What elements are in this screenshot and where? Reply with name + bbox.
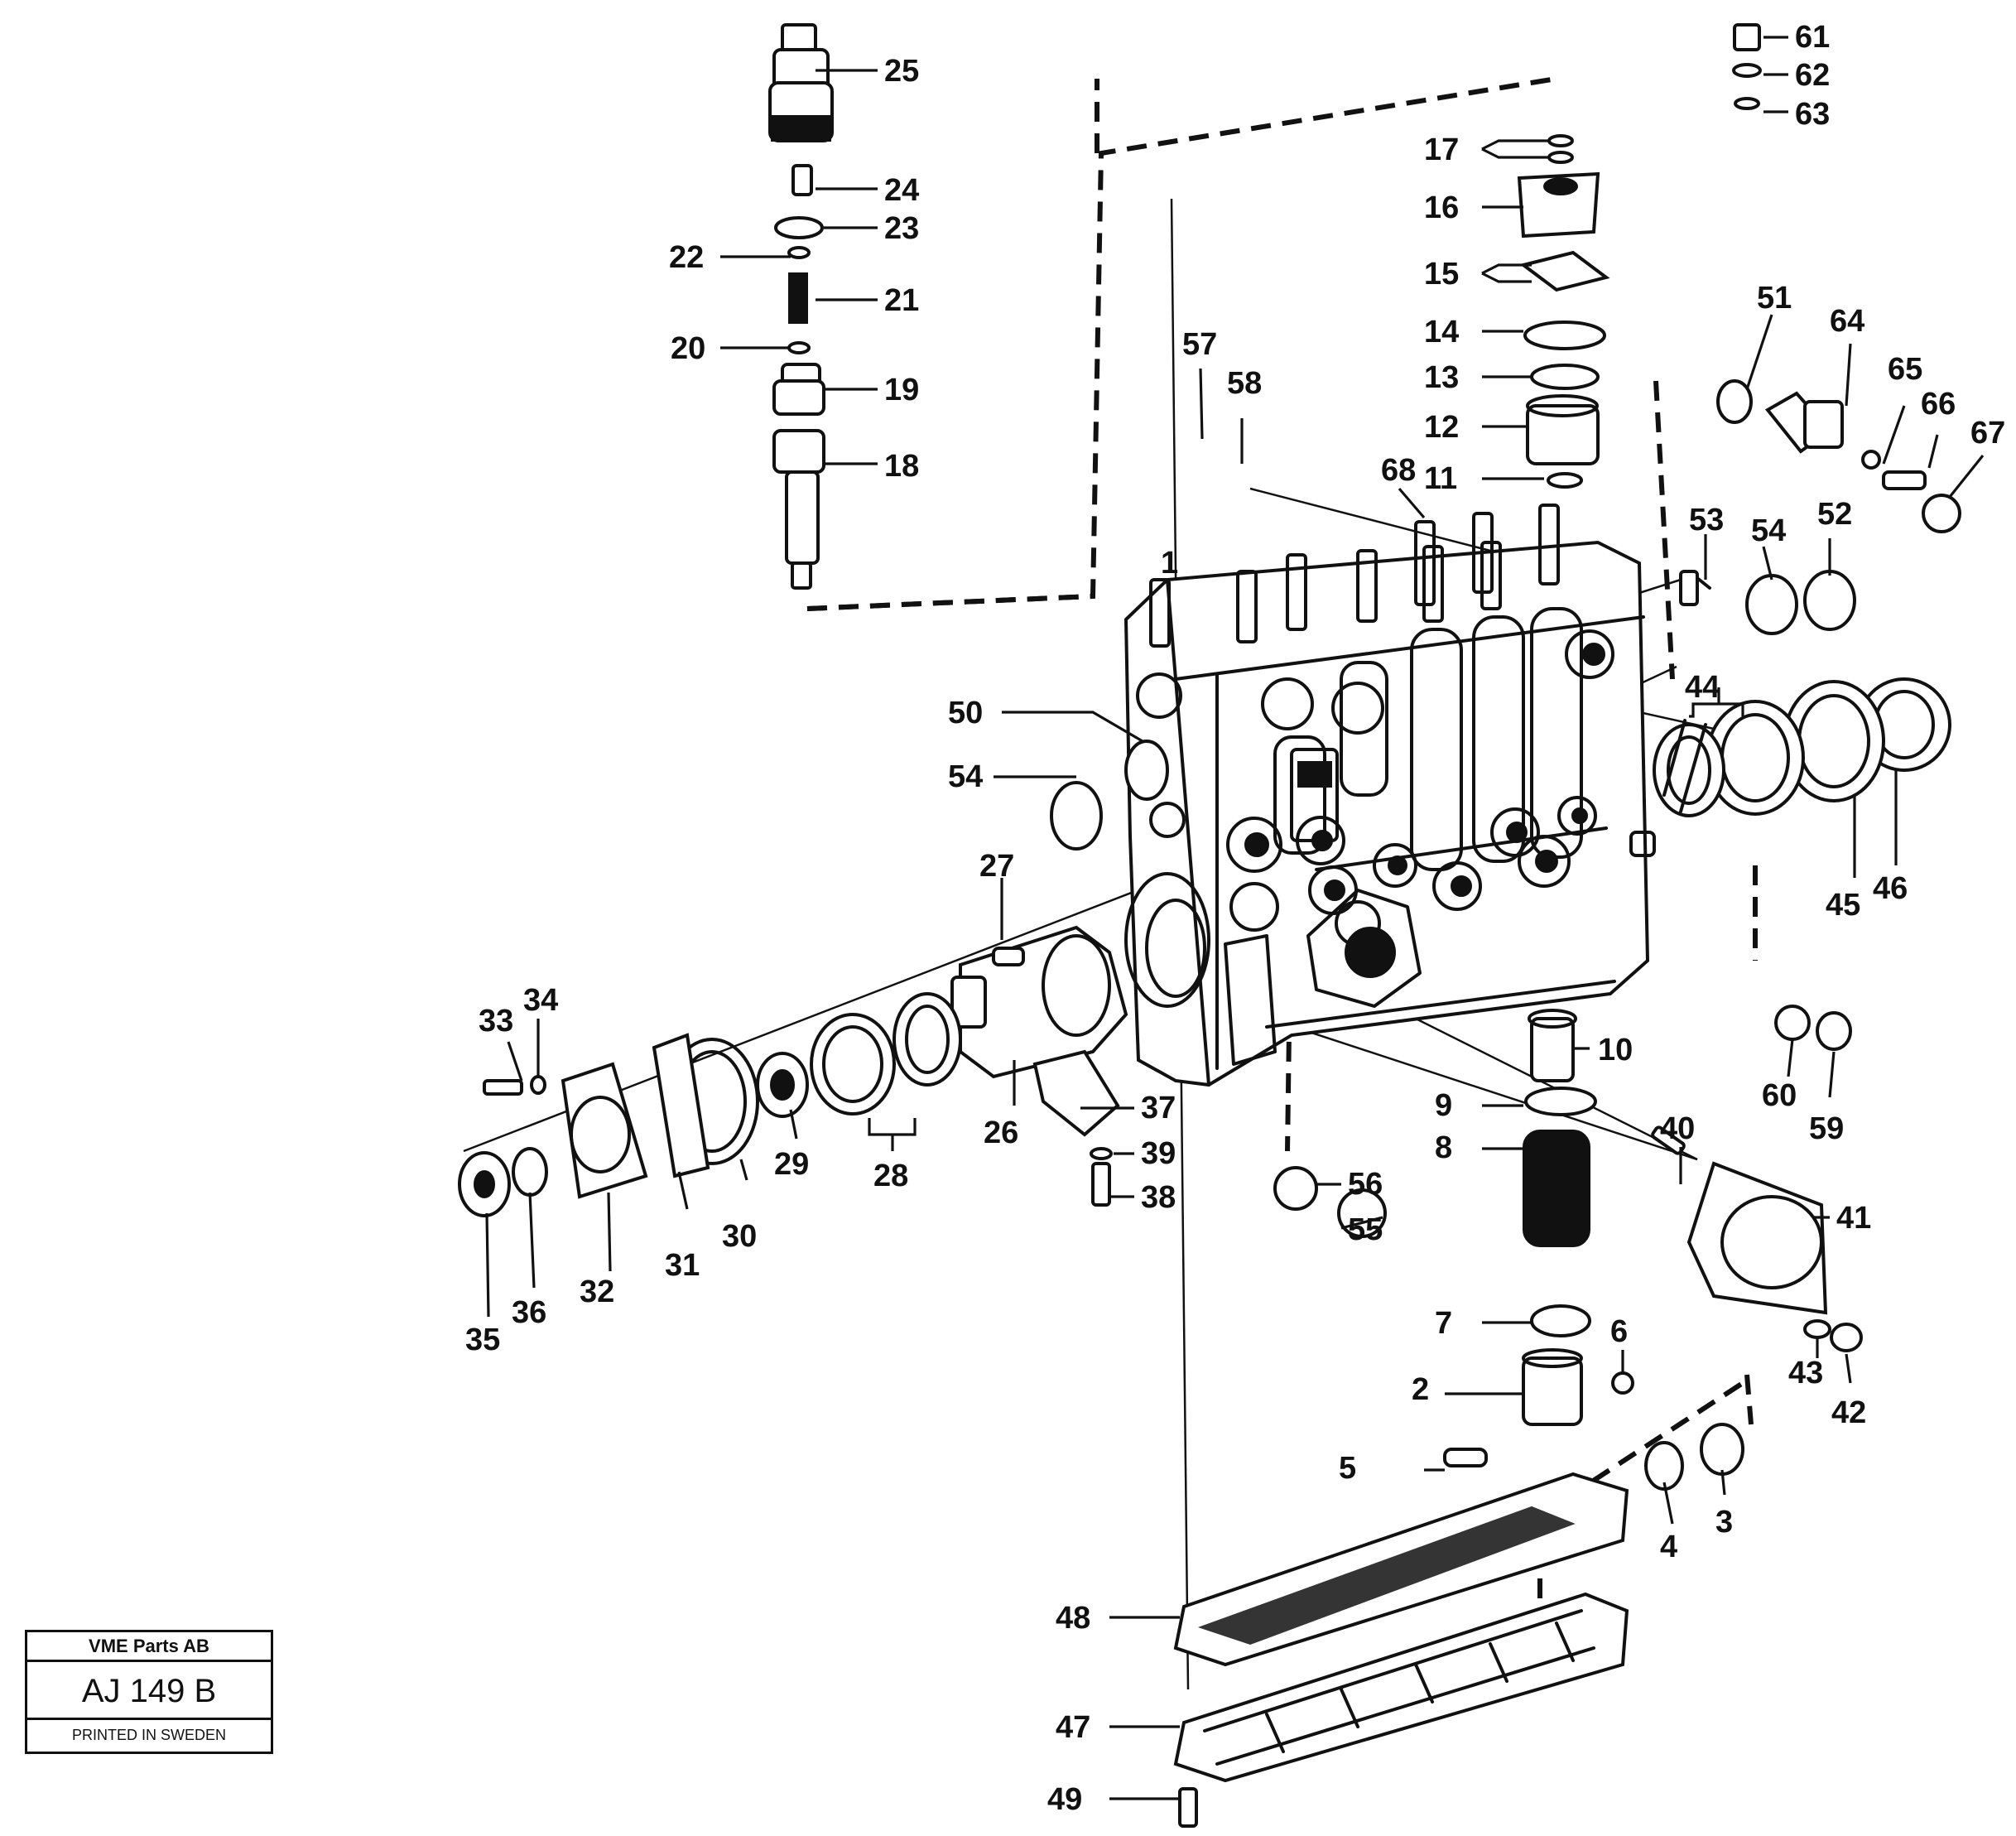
callout-4: 4 bbox=[1660, 1530, 1677, 1564]
callout-45: 45 bbox=[1826, 888, 1860, 923]
callout-8: 8 bbox=[1435, 1130, 1452, 1165]
leader-lines bbox=[485, 36, 1985, 1800]
callout-41: 41 bbox=[1836, 1201, 1871, 1236]
callout-22: 22 bbox=[669, 240, 704, 275]
callout-56: 56 bbox=[1348, 1167, 1383, 1202]
callout-14: 14 bbox=[1424, 315, 1459, 349]
callout-16: 16 bbox=[1424, 190, 1459, 225]
stamp-company: VME Parts AB bbox=[27, 1632, 271, 1662]
callout-15: 15 bbox=[1424, 257, 1459, 292]
callout-49: 49 bbox=[1047, 1782, 1082, 1817]
grate-cells bbox=[1203, 1609, 1595, 1766]
callout-54: 54 bbox=[1751, 513, 1786, 548]
callout-50: 50 bbox=[948, 696, 983, 730]
callout-54-left: 54 bbox=[948, 759, 983, 794]
callout-40: 40 bbox=[1660, 1111, 1695, 1146]
callout-58: 58 bbox=[1227, 366, 1262, 401]
callout-12: 12 bbox=[1424, 410, 1459, 445]
callout-25: 25 bbox=[884, 54, 919, 89]
callout-48: 48 bbox=[1056, 1601, 1090, 1636]
delivery-valve-stack bbox=[768, 23, 834, 590]
callout-43: 43 bbox=[1788, 1356, 1823, 1390]
callout-44: 44 bbox=[1685, 670, 1720, 705]
callout-21: 21 bbox=[884, 283, 919, 318]
callout-2: 2 bbox=[1412, 1372, 1429, 1407]
bottom-plates bbox=[1173, 1472, 1629, 1828]
callout-23: 23 bbox=[884, 211, 919, 246]
drive-end-parts bbox=[458, 740, 1169, 1217]
callout-65: 65 bbox=[1888, 352, 1922, 387]
callout-67: 67 bbox=[1970, 416, 2005, 451]
callout-24: 24 bbox=[884, 173, 919, 208]
callout-5: 5 bbox=[1339, 1451, 1356, 1486]
callout-33: 33 bbox=[479, 1004, 513, 1038]
callout-61: 61 bbox=[1795, 20, 1830, 55]
callout-36: 36 bbox=[512, 1295, 546, 1330]
callout-60: 60 bbox=[1762, 1078, 1797, 1113]
callout-68: 68 bbox=[1381, 453, 1416, 488]
callout-63: 63 bbox=[1795, 97, 1830, 132]
callout-11: 11 bbox=[1424, 461, 1457, 496]
pump-housing bbox=[1123, 504, 1656, 1087]
callout-32: 32 bbox=[580, 1275, 614, 1309]
document-stamp: VME Parts AB AJ 149 B PRINTED IN SWEDEN bbox=[25, 1630, 273, 1754]
callout-26: 26 bbox=[984, 1116, 1018, 1150]
callout-53: 53 bbox=[1689, 503, 1724, 537]
callout-34: 34 bbox=[523, 983, 558, 1018]
callout-10: 10 bbox=[1598, 1033, 1633, 1067]
callout-39: 39 bbox=[1141, 1136, 1176, 1171]
callout-57: 57 bbox=[1182, 327, 1217, 362]
callout-38: 38 bbox=[1141, 1180, 1176, 1215]
callout-47: 47 bbox=[1056, 1710, 1090, 1745]
stamp-printed: PRINTED IN SWEDEN bbox=[71, 1727, 226, 1743]
callout-20: 20 bbox=[671, 331, 705, 366]
callout-13: 13 bbox=[1424, 360, 1459, 395]
callout-9: 9 bbox=[1435, 1088, 1452, 1123]
callout-66: 66 bbox=[1921, 387, 1956, 422]
callout-7: 7 bbox=[1435, 1306, 1452, 1341]
callout-28: 28 bbox=[873, 1159, 908, 1193]
callout-labels: 1 2 3 4 5 6 7 8 9 10 11 12 13 14 15 16 1… bbox=[465, 20, 2005, 1817]
top-right-stack bbox=[1517, 23, 1762, 489]
callout-27: 27 bbox=[979, 849, 1014, 884]
callout-3: 3 bbox=[1715, 1505, 1733, 1540]
top-studs bbox=[1149, 504, 1560, 648]
callout-46: 46 bbox=[1873, 871, 1908, 906]
callout-64: 64 bbox=[1830, 304, 1864, 339]
callout-29: 29 bbox=[774, 1147, 809, 1182]
callout-6: 6 bbox=[1610, 1314, 1628, 1349]
callout-17: 17 bbox=[1424, 133, 1459, 167]
callout-51: 51 bbox=[1757, 281, 1792, 316]
callout-59: 59 bbox=[1809, 1111, 1844, 1146]
callout-30: 30 bbox=[722, 1219, 757, 1254]
callout-1: 1 bbox=[1161, 546, 1178, 581]
callout-35: 35 bbox=[465, 1323, 500, 1357]
lower-stack bbox=[1273, 1005, 1863, 1491]
callout-37: 37 bbox=[1141, 1091, 1176, 1125]
callout-42: 42 bbox=[1831, 1395, 1866, 1430]
callout-31: 31 bbox=[665, 1248, 700, 1283]
right-bearings bbox=[1653, 379, 1961, 817]
stamp-code: AJ 149 B bbox=[27, 1662, 271, 1720]
callout-62: 62 bbox=[1795, 58, 1830, 93]
callout-52: 52 bbox=[1817, 497, 1852, 532]
callout-18: 18 bbox=[884, 449, 919, 484]
callout-19: 19 bbox=[884, 373, 919, 407]
callout-55: 55 bbox=[1348, 1212, 1383, 1247]
